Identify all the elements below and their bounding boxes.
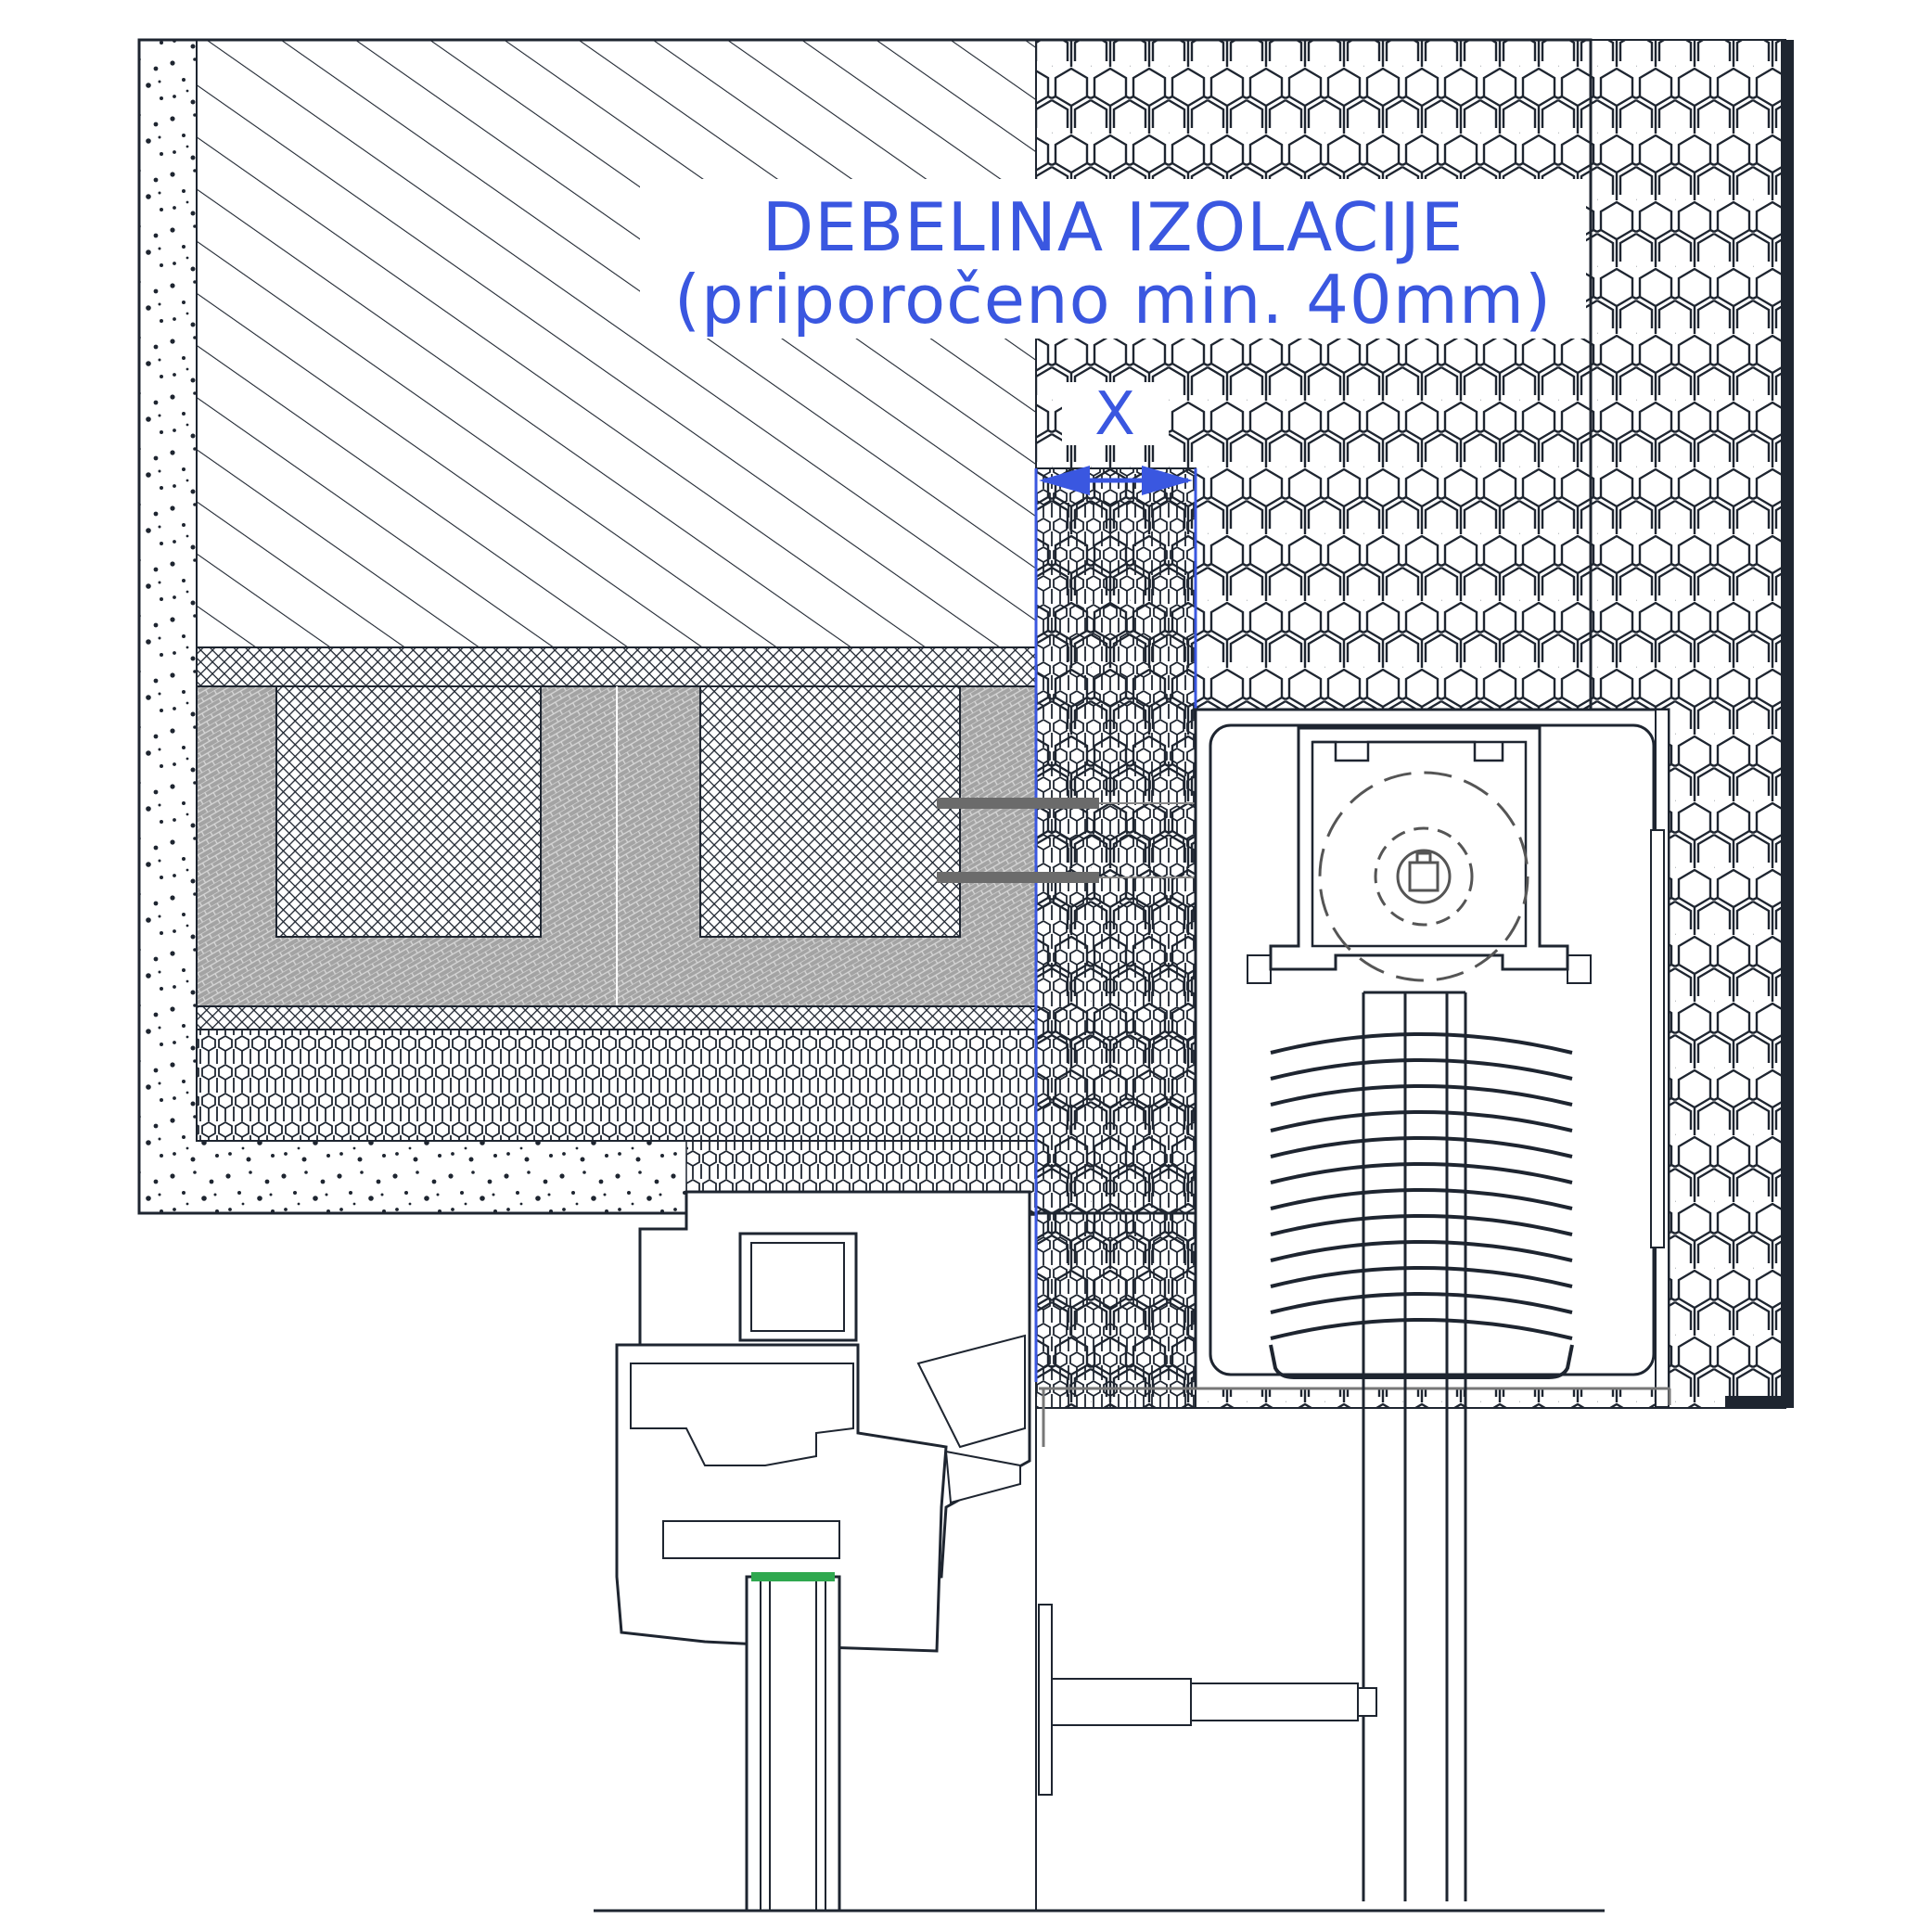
- annotation-background: [640, 179, 1586, 339]
- roller-axle-key: [1408, 851, 1439, 892]
- dimension-label-background: [1062, 382, 1169, 445]
- lintel-beam: [196, 646, 1037, 1216]
- annotation-title: DEBELINA IZOLACIJE: [762, 188, 1464, 266]
- bottom-rail: [1269, 1344, 1574, 1379]
- rolled-shutter-slats: [1270, 1032, 1573, 1340]
- crank-handle: [1038, 1604, 1377, 1796]
- anchor-screws: [937, 786, 1212, 895]
- window-frame-profile: [615, 1190, 1031, 1653]
- roller-axle-center: [1396, 849, 1452, 904]
- dimension-label-x: X: [1094, 380, 1135, 449]
- hatched-masonry-block: [196, 39, 1037, 648]
- annotation-subtitle: (priporočeno min. 40mm): [674, 261, 1552, 339]
- dimension-arrow: [1039, 466, 1193, 495]
- motor-housing: [1247, 726, 1592, 984]
- roller-axle-circle: [1374, 826, 1474, 927]
- roller-tube-circle: [1318, 771, 1529, 982]
- shutter-guide-rail: [1362, 991, 1467, 1901]
- window-glazing: [745, 1572, 841, 1913]
- insulation-strip-x: [1035, 467, 1196, 1409]
